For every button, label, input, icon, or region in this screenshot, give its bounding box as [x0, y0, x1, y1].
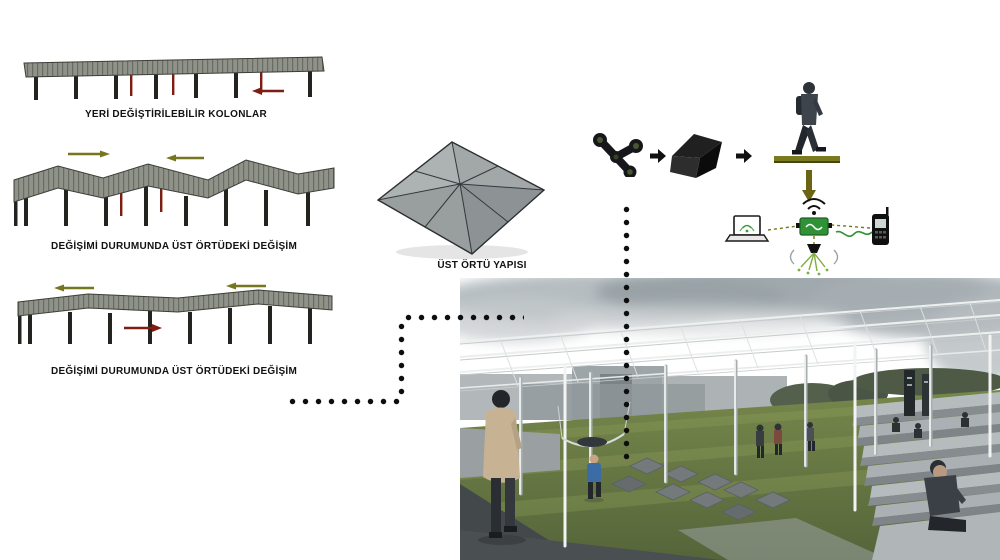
wifi-signal-icon [802, 198, 826, 215]
roof-slab-flat [17, 289, 333, 317]
relocated-columns [120, 188, 163, 216]
walking-person-foreground [478, 390, 526, 545]
canopy-posts [519, 334, 992, 548]
sprinkler-icon [789, 244, 839, 276]
diagram-label-roof-change-2: DEĞİŞİMİ DURUMUNDA ÜST ÖRTÜDEKİ DEĞİŞİM [50, 366, 298, 377]
olive-arrow-left-2 [226, 282, 266, 290]
courtyard-render [460, 278, 1000, 560]
diagram-roof-change-2 [17, 282, 333, 344]
banners [904, 370, 931, 416]
canopy-structure [460, 299, 1000, 392]
olive-arrow-left [166, 154, 204, 162]
folded-plate-icon [670, 134, 722, 178]
diagram-label-roof-change-1: DEĞİŞİMİ DURUMUNDA ÜST ÖRTÜDEKİ DEĞİŞİM [50, 241, 298, 252]
columns-row [14, 180, 310, 226]
diagram-label-relocatable-columns: YERİ DEĞİŞTİRİLEBİLİR KOLONLAR [85, 109, 267, 120]
walking-person-icon [774, 82, 840, 163]
arrow-right-icon [650, 149, 666, 163]
olive-arrow-left [54, 284, 94, 292]
module-label: ÜST ÖRTÜ YAPISI [437, 260, 527, 271]
fold-lines [377, 141, 545, 255]
arrow-right-icon-2 [736, 149, 752, 163]
device-cluster [724, 198, 889, 276]
laptop-icon [724, 215, 770, 242]
mobile-phone-icon [835, 207, 889, 245]
joint-connector-icon [593, 133, 643, 177]
red-arrow-right [124, 324, 162, 332]
bottom-band [460, 530, 722, 560]
dotted-connector-mid [398, 320, 405, 400]
dotted-connector-top [402, 314, 524, 321]
paving [678, 518, 890, 560]
dashed-links [767, 224, 871, 244]
diagram-roof-change-1 [13, 150, 335, 226]
columns-row [34, 68, 312, 100]
roof-slab-wavy [13, 159, 335, 203]
hex-pavers [611, 457, 791, 521]
roof-slab [23, 56, 325, 78]
relocated-columns [130, 70, 263, 96]
crowd-on-steps [892, 412, 969, 438]
olive-arrow-right [68, 150, 110, 158]
red-arrow-left [252, 87, 284, 95]
control-module-icon [796, 217, 832, 236]
seated-person [924, 460, 966, 532]
dotted-connector-vertical [623, 203, 630, 465]
distant-people [584, 422, 815, 503]
diagram-relocatable-columns [23, 56, 325, 100]
arrow-down-icon [802, 170, 816, 202]
dotted-connector-bottom [286, 398, 400, 405]
roof-module-3d [376, 141, 546, 259]
